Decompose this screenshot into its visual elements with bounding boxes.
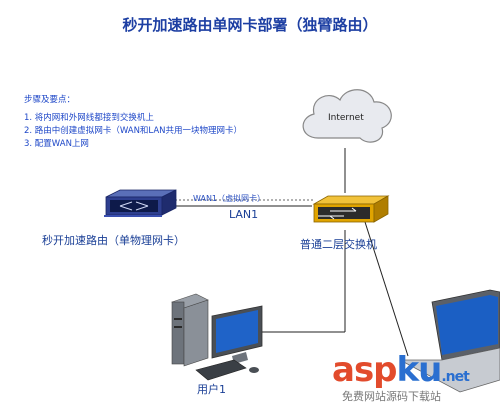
step-item: 1. 将内网和外网线都接到交换机上 <box>24 113 154 123</box>
lan-link-label: LAN1 <box>229 208 259 221</box>
diagram-title: 秒开加速路由单网卡部署（独臂路由） <box>122 16 378 34</box>
step-item: 2. 路由中创建虚拟网卡（WAN和LAN共用一块物理网卡） <box>24 126 243 136</box>
router-icon <box>104 189 177 217</box>
watermark-dot: .net <box>441 369 470 385</box>
watermark-asp: asp <box>332 350 398 390</box>
watermark-subtitle: 免费网站源码下载站 <box>342 390 441 403</box>
step-item: 3. 配置WAN上网 <box>24 139 89 149</box>
internet-label: Internet <box>328 113 364 123</box>
router-label: 秒开加速路由（单物理网卡） <box>42 234 185 247</box>
switch-icon <box>312 195 390 223</box>
laptop-icon <box>399 289 500 393</box>
steps-heading: 步骤及要点： <box>24 95 76 105</box>
wan-link-label: WAN1（虚拟网卡） <box>193 194 266 203</box>
switch-laptop-link <box>364 221 409 357</box>
user1-label: 用户1 <box>197 383 226 396</box>
watermark-logo: aspku.net <box>332 350 470 390</box>
watermark-ku: ku <box>396 350 443 390</box>
switch-label: 普通二层交换机 <box>300 238 377 251</box>
steps-panel: 步骤及要点： 1. 将内网和外网线都接到交换机上 2. 路由中创建虚拟网卡（WA… <box>24 94 242 151</box>
desktop-computer-icon <box>171 293 263 381</box>
internet-cloud-icon <box>302 89 392 143</box>
